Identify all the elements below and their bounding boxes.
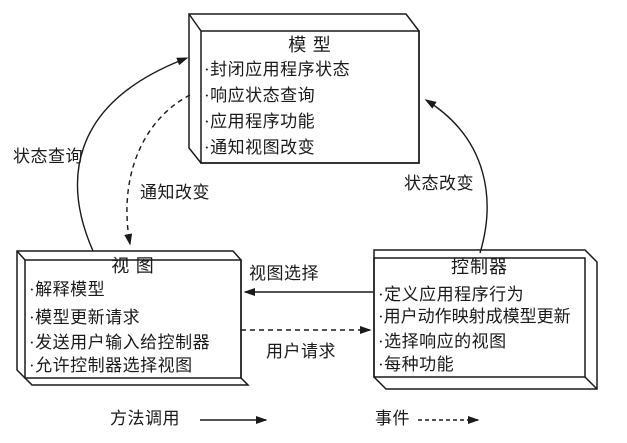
view-selection-label: 视图选择 [249,264,319,283]
state-query-arrow [76,57,189,252]
user-request-label: 用户请求 [266,342,336,361]
view-item: ·模型更新请求 [29,308,141,327]
notify-change-arrow [124,94,191,246]
model-box-title: 模 型 [288,35,332,55]
state-query-label: 状态查询 [13,147,83,166]
controller-item: ·用户动作映射成模型更新 [378,307,571,326]
state-change-label: 状态改变 [404,174,474,193]
model-item: ·通知视图改变 [204,138,316,157]
view-box-shape [16,250,250,386]
view-item: ·解释模型 [29,280,106,299]
view-item: ·发送用户输入给控制器 [29,333,211,352]
model-item: ·封闭应用程序状态 [204,60,351,79]
model-box-front-face [200,30,420,164]
controller-box-corner-slant [584,376,598,390]
controller-box-shape [373,249,598,390]
model-box-corner-slant [188,13,202,32]
model-box-shape [188,13,420,164]
controller-item: ·定义应用程序行为 [378,285,525,304]
state-change-arrow [424,99,488,254]
view-box-front-face [24,259,242,379]
controller-box-title: 控制器 [451,257,508,277]
controller-item: ·选择响应的视图 [378,332,507,351]
view-box-corner-slant [16,250,26,261]
model-item: ·响应状态查询 [204,86,316,105]
controller-item: ·每种功能 [378,355,455,374]
view-box-title: 视 图 [111,256,155,276]
view-box-outline [16,250,250,386]
model-item: ·应用程序功能 [204,112,316,131]
view-item: ·允许控制器选择视图 [29,356,193,375]
legend-event-label: 事件 [375,409,410,428]
legend-method-call-label: 方法调用 [110,409,180,428]
notify-change-label: 通知改变 [140,183,210,202]
